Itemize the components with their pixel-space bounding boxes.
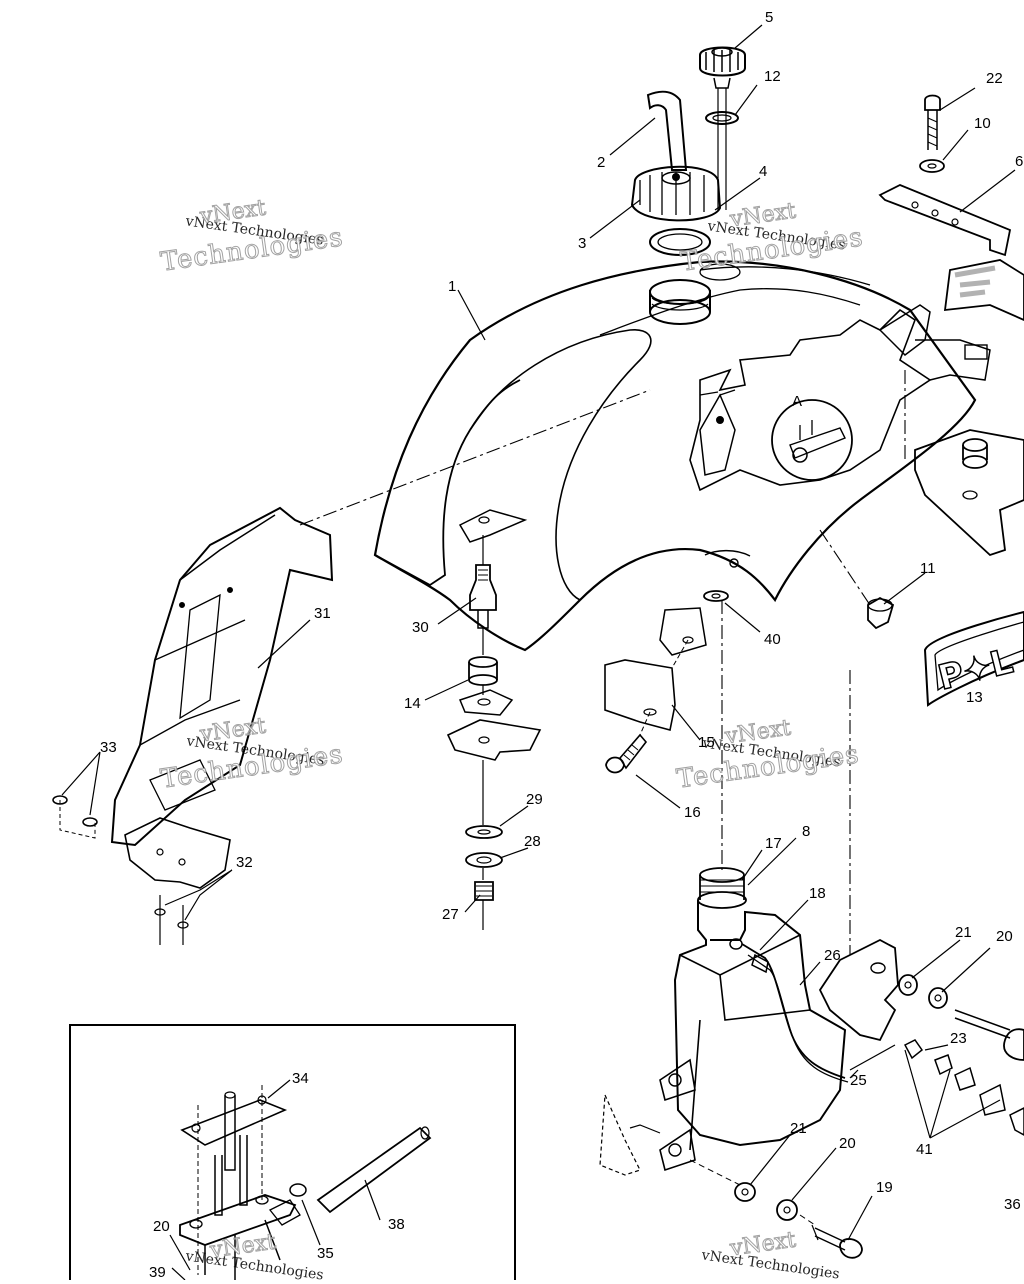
callout-31: 31 [314,605,331,622]
oil-tank [659,867,849,1172]
callout-22: 22 [986,70,1003,87]
oil-tank-bracket [818,938,899,1042]
callout-20-upper: 20 [996,928,1013,945]
right-hardware [629,974,1024,1259]
alignment-lines [299,370,906,955]
label-plate-group [604,590,729,774]
callout-16: 16 [684,804,701,821]
callout-5: 5 [765,9,774,26]
callout-20-inset: 20 [153,1218,170,1235]
callout-25: 25 [850,1072,867,1089]
top-bracket-group [878,94,1024,321]
callout-15: 15 [698,734,715,751]
seat-mount-plate [124,817,231,945]
callout-26: 26 [824,947,841,964]
callout-38: 38 [388,1216,405,1233]
callout-27: 27 [442,906,459,923]
right-mount-bracket [914,429,1024,557]
callout-29: 29 [526,791,543,808]
callout-14: 14 [404,695,421,712]
callout-19: 19 [876,1179,893,1196]
callout-39: 39 [149,1264,166,1281]
callout-8: 8 [802,823,811,840]
callout-3: 3 [578,235,587,252]
grommet [867,596,895,630]
callout-4: 4 [759,163,768,180]
callout-21-lower: 21 [790,1120,807,1137]
callout-17: 17 [765,835,782,852]
callout-10: 10 [974,115,991,132]
callout-13: 13 [966,689,983,706]
callout-28: 28 [524,833,541,850]
callout-20-lower: 20 [839,1135,856,1152]
callout-40: 40 [764,631,781,648]
detail-label: A [792,393,802,410]
callout-41: 41 [916,1141,933,1158]
leader-lines [61,24,1016,1280]
fuel-cap-group [630,46,746,256]
callout-1: 1 [448,278,457,295]
callout-35: 35 [317,1245,334,1262]
callout-21-upper: 21 [955,924,972,941]
seat-support [110,506,334,847]
callout-36: 36 [1004,1196,1021,1213]
callout-18: 18 [809,885,826,902]
callout-6: 6 [1015,153,1024,170]
callout-23: 23 [950,1030,967,1047]
center-fastener-stack [446,535,542,930]
washers-33 [52,795,98,839]
callout-12: 12 [764,68,781,85]
detail-inset [69,1024,516,1280]
callout-33: 33 [100,739,117,756]
callout-2: 2 [597,154,606,171]
frame-edge [599,1094,641,1176]
callout-34: 34 [292,1070,309,1087]
callout-30: 30 [412,619,429,636]
fuel-tank [373,260,991,652]
callout-11: 11 [920,560,936,577]
callout-32: 32 [236,854,253,871]
